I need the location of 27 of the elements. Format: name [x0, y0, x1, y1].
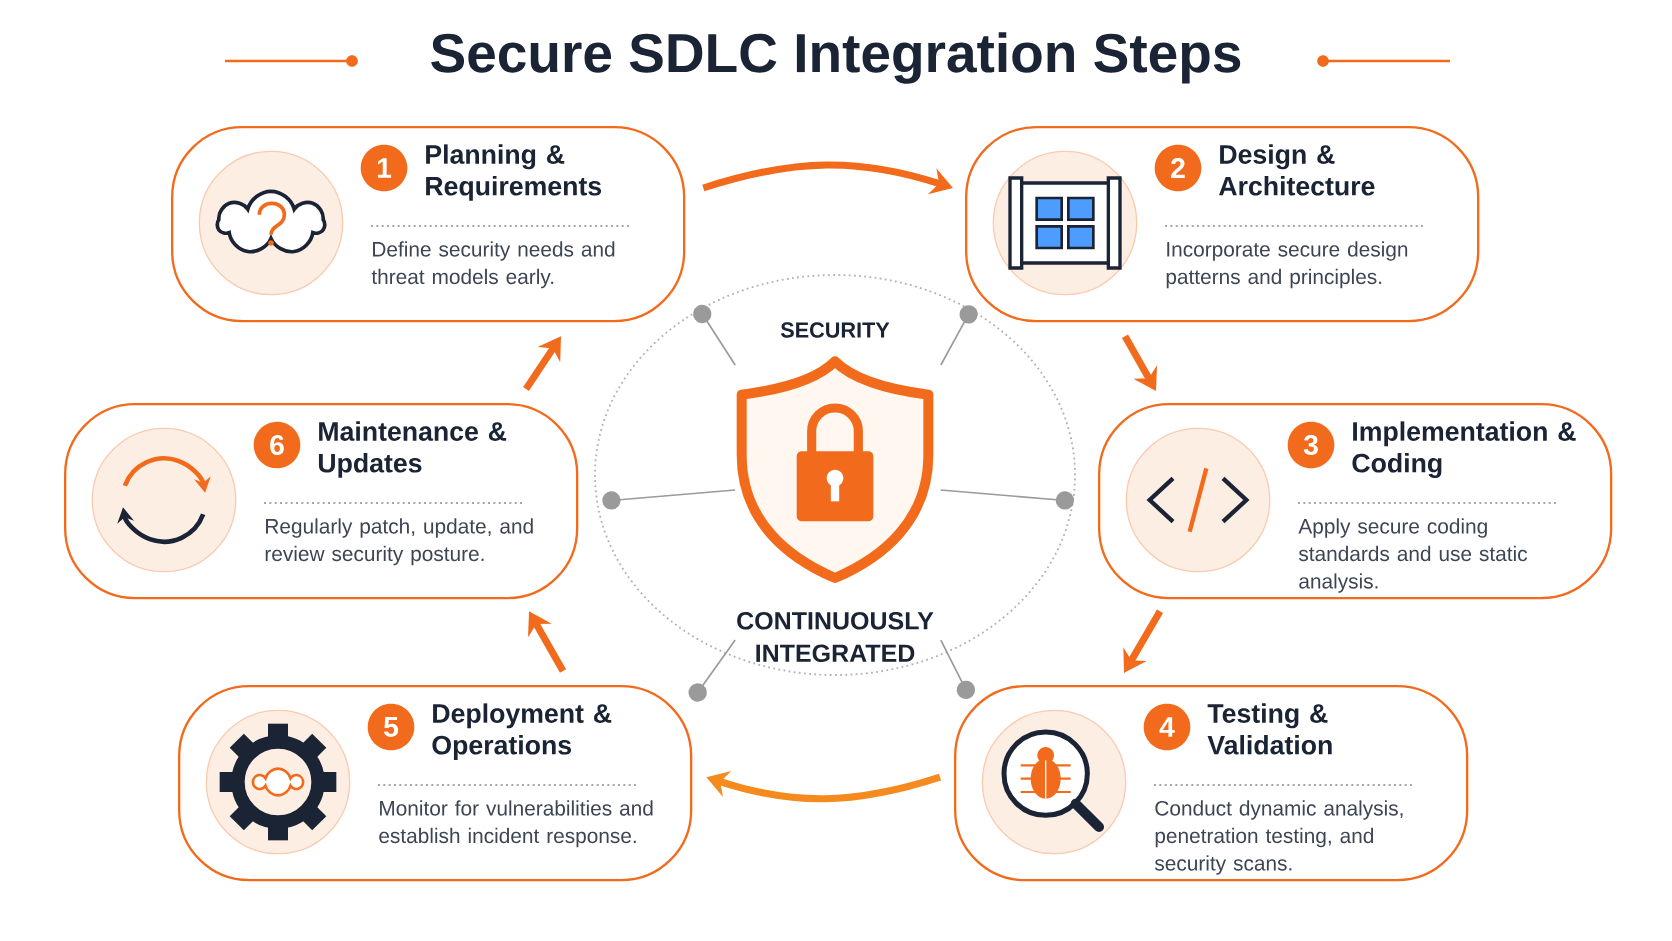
- center-label: SECURITY: [780, 322, 890, 338]
- connector-line: [602, 489, 736, 510]
- number-badge: 6: [253, 421, 301, 469]
- connector-line: [688, 639, 736, 702]
- step-description: Define security needs and threat models early.: [371, 241, 615, 289]
- title: Secure SDLC Integration Steps: [431, 32, 1241, 84]
- step-heading: Design & Architecture: [1219, 144, 1375, 196]
- step-description: Incorporate secure design patterns and principles.: [1166, 241, 1408, 289]
- step-description: Conduct dynamic analysis, penetration testing, and security scans.: [1154, 800, 1403, 875]
- connector-line: [940, 639, 976, 699]
- connector-line: [940, 489, 1075, 510]
- center-label: CONTINUOUSLY INTEGRATED: [737, 611, 934, 663]
- number-badge: 1: [360, 144, 408, 192]
- step-heading: Planning & Requirements: [426, 144, 602, 201]
- step-description: Regularly patch, update, and review security posture.: [265, 518, 533, 566]
- connector-line: [940, 305, 978, 366]
- step-heading: Deployment & Operations: [432, 703, 612, 760]
- number-badge: 5: [367, 703, 415, 751]
- number-badge: 2: [1154, 144, 1202, 192]
- connector-line: [693, 304, 736, 366]
- step-description: Apply secure coding standards and use static analysis.: [1298, 518, 1528, 593]
- step-heading: Testing & Validation: [1207, 703, 1332, 755]
- step-heading: Implementation & Coding: [1352, 421, 1576, 478]
- number-badge: 3: [1287, 421, 1335, 469]
- step-heading: Maintenance & Updates: [318, 421, 507, 478]
- step-description: Monitor for vulnerabilities and establish incident response.: [379, 800, 653, 848]
- number-badge: 4: [1143, 703, 1191, 751]
